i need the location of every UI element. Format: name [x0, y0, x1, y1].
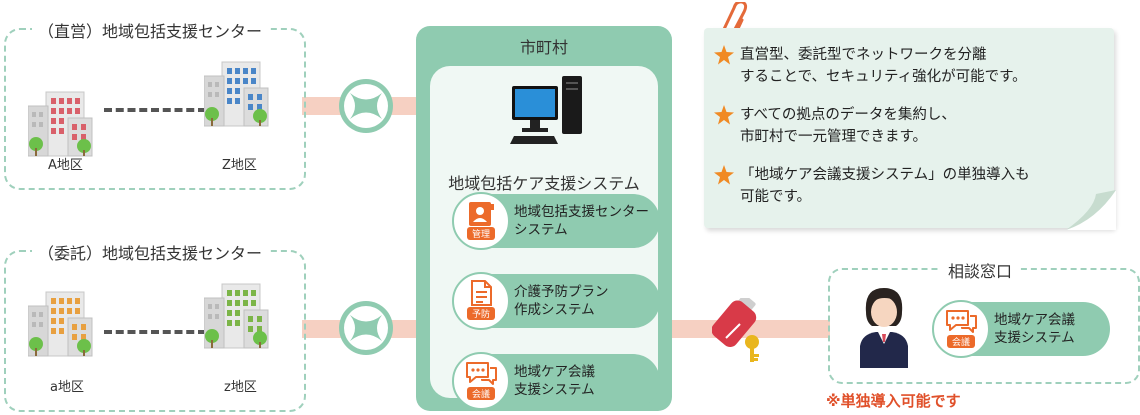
consultation-system-text: 地域ケア会議 支援システム — [994, 312, 1075, 346]
network-separator-icon — [339, 79, 393, 133]
computer-icon — [510, 76, 582, 144]
building-a-lower-icon — [28, 291, 93, 357]
commissioned-center-title: （委託）地域包括支援センター — [32, 240, 269, 264]
district-label-z: Z地区 — [222, 158, 257, 173]
city-panel: 市町村 地域包括ケア支援システム 管理 地域 — [416, 26, 672, 411]
page-curl-icon — [1066, 190, 1116, 230]
district-link-line-lower — [104, 330, 206, 334]
note-item-data-aggregation: すべての拠点のデータを集約し、 市町村で一元管理できます。 — [714, 104, 956, 148]
consultation-meeting-icon: 会議 — [932, 300, 990, 358]
management-caption: 管理 — [467, 227, 495, 240]
commissioned-center-box: （委託）地域包括支援センター a地区 z地区 — [4, 240, 306, 412]
direct-center-title: （直営）地域包括支援センター — [32, 18, 269, 42]
consultation-title: 相談窓口 — [940, 258, 1021, 282]
district-label-a-lower: a地区 — [50, 380, 84, 395]
district-link-line — [104, 108, 206, 112]
system-pill-meeting: 会議 地域ケア会議 支援システム — [452, 352, 660, 410]
system-text-prevention: 介護予防プラン 作成システム — [514, 284, 609, 318]
usb-security-key-icon — [712, 298, 759, 362]
connector-city-consultation — [672, 320, 830, 338]
system-title: 地域包括ケア支援システム — [448, 174, 640, 193]
district-label-z-lower: z地区 — [224, 380, 257, 395]
city-system-panel: 地域包括ケア支援システム 管理 地域包括支援センター システム — [430, 66, 660, 410]
star-bullet-icon — [714, 165, 734, 185]
consultation-box: 相談窓口 会議 地域ケア会議 支援システム — [828, 258, 1140, 384]
feature-note: 直営型、委託型でネットワークを分離 することで、セキュリティ強化が可能です。 す… — [704, 28, 1116, 230]
meeting-caption: 会議 — [467, 387, 495, 400]
staff-person-icon — [860, 288, 908, 368]
system-pill-prevention: 予防 介護予防プラン 作成システム — [452, 272, 660, 330]
building-z-icon — [204, 61, 269, 127]
star-bullet-icon — [714, 45, 734, 65]
management-icon: 管理 — [452, 192, 510, 250]
direct-center-box: （直営）地域包括支援センター A地区 Z地区 — [4, 18, 306, 190]
standalone-notice: ※単独導入可能です — [826, 392, 961, 410]
consultation-system-pill: 会議 地域ケア会議 支援システム — [932, 300, 1110, 358]
note-item-standalone: 「地域ケア会議支援システム」の単独導入も 可能です。 — [714, 164, 1030, 208]
district-label-a: A地区 — [48, 158, 83, 173]
building-z-lower-icon — [204, 283, 269, 349]
prevention-document-icon: 予防 — [452, 272, 510, 330]
meeting-chat-icon: 会議 — [452, 352, 510, 410]
consultation-caption: 会議 — [947, 335, 975, 348]
network-separator-lower-icon — [339, 301, 393, 355]
prevention-caption: 予防 — [467, 307, 495, 320]
note-item-network-separation: 直営型、委託型でネットワークを分離 することで、セキュリティ強化が可能です。 — [714, 44, 1027, 88]
star-bullet-icon — [714, 105, 734, 125]
system-pill-management: 管理 地域包括支援センター システム — [452, 192, 660, 250]
system-text-meeting: 地域ケア会議 支援システム — [514, 364, 595, 398]
building-a-icon — [28, 91, 93, 157]
system-text-management: 地域包括支援センター システム — [514, 204, 649, 238]
city-title: 市町村 — [519, 38, 568, 57]
